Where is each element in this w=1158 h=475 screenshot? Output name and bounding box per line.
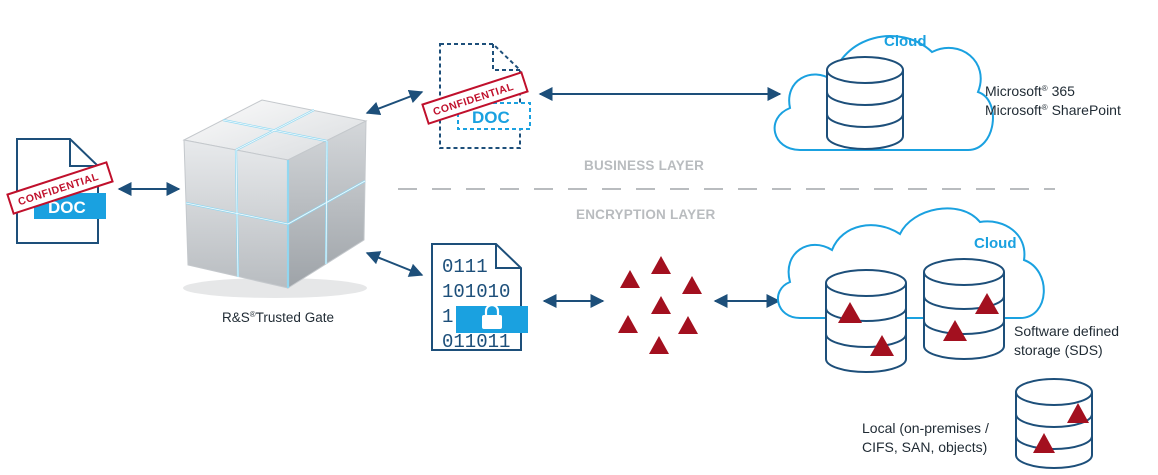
shard-4 bbox=[651, 296, 671, 314]
local-label-line-2: CIFS, SAN, objects) bbox=[862, 439, 987, 455]
business-database-icon bbox=[826, 56, 904, 150]
binary-line-3: 1 bbox=[442, 306, 453, 328]
arrow-gate-encryption bbox=[365, 251, 424, 277]
data-shards-icon bbox=[618, 256, 702, 354]
local-database-icon bbox=[1015, 378, 1093, 469]
shard-1 bbox=[651, 256, 671, 274]
shard-7 bbox=[649, 336, 669, 354]
sds-database-2-icon bbox=[923, 258, 1005, 360]
ms365-label: Microsoft® 365 bbox=[985, 83, 1075, 99]
arrow-gate-business bbox=[365, 89, 424, 116]
sds-label-line-1: Software defined bbox=[1014, 323, 1119, 339]
business-document-icon: DOC CONFIDENTIAL bbox=[421, 43, 531, 149]
business-cloud-icon: Cloud bbox=[773, 33, 994, 151]
encryption-layer-label: ENCRYPTION LAYER bbox=[576, 207, 716, 222]
sharepoint-label: Microsoft® SharePoint bbox=[985, 102, 1121, 118]
binary-line-1: 0111 bbox=[442, 256, 488, 278]
local-label-line-1: Local (on-premises / bbox=[862, 420, 989, 436]
binary-line-2: 101010 bbox=[442, 281, 510, 303]
shard-3 bbox=[682, 276, 702, 294]
dashed-doc-badge-label: DOC bbox=[472, 108, 510, 127]
shard-5 bbox=[618, 315, 638, 333]
doc-badge-label: DOC bbox=[48, 198, 86, 217]
binary-line-4: 011011 bbox=[442, 331, 510, 353]
shard-6 bbox=[678, 316, 698, 334]
shard-2 bbox=[620, 270, 640, 288]
business-layer-label: BUSINESS LAYER bbox=[584, 158, 704, 173]
sds-database-1-icon bbox=[825, 269, 907, 373]
sds-label-line-2: storage (SDS) bbox=[1014, 342, 1103, 358]
sds-cloud-icon: Cloud bbox=[777, 207, 1045, 373]
encrypted-file-icon: 0111 101010 1 011011 bbox=[431, 243, 528, 353]
source-document-icon: DOC CONFIDENTIAL bbox=[6, 138, 114, 244]
trusted-gate-label: R&S®Trusted Gate bbox=[222, 310, 334, 325]
business-cloud-label: Cloud bbox=[884, 33, 927, 50]
padlock-icon bbox=[482, 303, 502, 329]
sds-cloud-label: Cloud bbox=[974, 235, 1017, 252]
trusted-gate-cube-icon bbox=[182, 99, 368, 298]
